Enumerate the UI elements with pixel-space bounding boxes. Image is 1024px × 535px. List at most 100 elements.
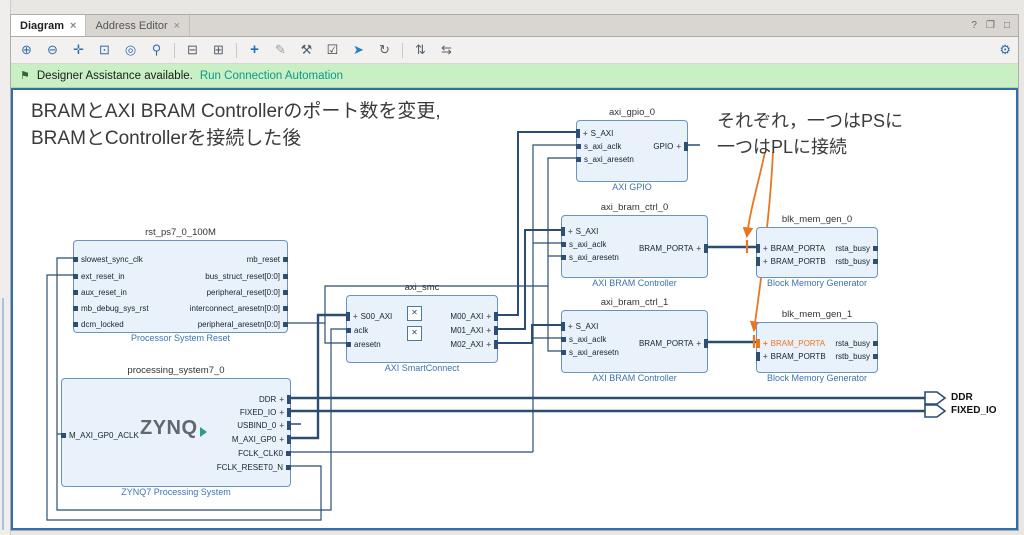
expand-port-icon[interactable]: + (583, 129, 588, 138)
port-mb-debug-sys-rst[interactable]: mb_debug_sys_rst (73, 303, 149, 314)
interface-view-icon[interactable]: ⇆ (441, 42, 452, 57)
wire-fclk-reset0-net[interactable] (46, 274, 322, 521)
zoom-to-selection-icon[interactable]: ⊡ (99, 42, 110, 57)
port-s-axi-aresetn[interactable]: s_axi_aresetn (561, 347, 619, 358)
port-usbind-0[interactable]: USBIND_0 + (237, 420, 291, 431)
port-bram-portb[interactable]: + BRAM_PORTB (756, 256, 826, 267)
expand-port-icon[interactable]: + (279, 395, 284, 404)
port-m00-axi[interactable]: M00_AXI + (450, 311, 498, 322)
port-dcm-locked[interactable]: dcm_locked (73, 319, 124, 330)
collapse-hierarchy-icon[interactable]: ⊟ (187, 42, 198, 57)
port-slowest-sync-clk[interactable]: slowest_sync_clk (73, 254, 143, 265)
block-axi-bram-ctrl-0[interactable]: axi_bram_ctrl_0 + S_AXI s_axi_aclk s_axi… (561, 201, 708, 288)
wire-peripheral-aresetn-net[interactable] (288, 157, 576, 352)
port-rstb-busy[interactable]: rstb_busy (835, 256, 878, 267)
run-automation-icon[interactable]: ➤ (353, 42, 364, 57)
port-peripheral-aresetn[interactable]: peripheral_aresetn[0:0] (198, 319, 288, 330)
expand-port-icon[interactable]: + (486, 340, 491, 349)
port-m02-axi[interactable]: M02_AXI + (450, 339, 498, 350)
expand-port-icon[interactable]: + (279, 408, 284, 417)
block-blk-mem-gen-0[interactable]: blk_mem_gen_0 + BRAM_PORTA + BRAM_PORTB … (756, 213, 878, 288)
port-s-axi-aresetn[interactable]: s_axi_aresetn (561, 252, 619, 263)
port-s-axi-aresetn[interactable]: s_axi_aresetn (576, 154, 634, 165)
external-port-ddr-label[interactable]: DDR (951, 392, 973, 403)
wire-stubs[interactable] (291, 144, 700, 425)
maximize-icon[interactable]: □ (1003, 20, 1010, 31)
external-port-fixed-io-shape[interactable] (924, 404, 947, 418)
wire-m00-axi-bus[interactable] (498, 131, 576, 316)
expand-port-icon[interactable]: + (763, 257, 768, 266)
close-icon[interactable]: × (173, 19, 181, 32)
customize-block-icon[interactable]: ⚒ (300, 42, 313, 57)
float-icon[interactable]: ❐ (985, 20, 995, 31)
port-bram-portb[interactable]: + BRAM_PORTB (756, 351, 826, 362)
expand-collapse-pins-icon[interactable]: ⇅ (415, 42, 426, 57)
port-peripheral-reset[interactable]: peripheral_reset[0:0] (207, 287, 288, 298)
port-rsta-busy[interactable]: rsta_busy (835, 243, 878, 254)
expand-port-icon[interactable]: + (696, 339, 701, 348)
port-m-axi-gp0-aclk[interactable]: M_AXI_GP0_ACLK (61, 430, 139, 441)
help-icon[interactable]: ? (971, 20, 977, 31)
port-s-axi-aclk[interactable]: s_axi_aclk (561, 334, 606, 345)
expand-port-icon[interactable]: + (763, 339, 768, 348)
port-s-axi[interactable]: + S_AXI (561, 226, 598, 237)
expand-port-icon[interactable]: + (696, 244, 701, 253)
expand-port-icon[interactable]: + (763, 244, 768, 253)
expand-port-icon[interactable]: + (568, 227, 573, 236)
port-m01-axi[interactable]: M01_AXI + (450, 325, 498, 336)
zoom-in-icon[interactable]: ⊕ (21, 42, 32, 57)
validate-design-icon[interactable]: ☑ (326, 42, 339, 57)
port-fclk-reset0-n[interactable]: FCLK_RESET0_N (217, 462, 291, 473)
port-aresetn[interactable]: aresetn (346, 339, 381, 350)
port-bus-struct-reset[interactable]: bus_struct_reset[0:0] (205, 271, 288, 282)
tab-address-editor[interactable]: Address Editor × (86, 15, 191, 36)
port-ddr[interactable]: DDR + (259, 394, 291, 405)
port-s-axi-aclk[interactable]: s_axi_aclk (576, 141, 621, 152)
zoom-out-icon[interactable]: ⊖ (47, 42, 58, 57)
wire-m01-axi-bus[interactable] (498, 229, 561, 330)
port-mb-reset[interactable]: mb_reset (247, 254, 288, 265)
diagram-canvas[interactable]: BRAMとAXI BRAM Controllerのポート数を変更, BRAMとC… (11, 88, 1018, 530)
block-processing-system7-0[interactable]: processing_system7_0 M_AXI_GP0_ACLK ZYNQ… (61, 364, 291, 497)
block-rst-ps7-0-100m[interactable]: rst_ps7_0_100M slowest_sync_clk ext_rese… (73, 226, 288, 343)
expand-port-icon[interactable]: + (763, 352, 768, 361)
wire-fclk-clk0-net[interactable] (56, 144, 576, 511)
zoom-fit-icon[interactable]: ✛ (73, 42, 84, 57)
port-s-axi-aclk[interactable]: s_axi_aclk (561, 239, 606, 250)
expand-port-icon[interactable]: + (486, 312, 491, 321)
run-connection-automation-link[interactable]: Run Connection Automation (199, 69, 344, 82)
expand-port-icon[interactable]: + (279, 421, 284, 430)
settings-gear-icon[interactable]: ⚙ (999, 42, 1011, 57)
port-bram-porta[interactable]: BRAM_PORTA + (639, 338, 708, 349)
port-m-axi-gp0[interactable]: M_AXI_GP0 + (232, 434, 291, 445)
port-bram-porta-highlighted[interactable]: + BRAM_PORTA (756, 338, 825, 349)
port-aclk[interactable]: aclk (346, 325, 368, 336)
wire-m-axi-gp0-bus[interactable] (291, 313, 346, 440)
block-axi-bram-ctrl-1[interactable]: axi_bram_ctrl_1 + S_AXI s_axi_aclk s_axi… (561, 296, 708, 383)
port-s-axi[interactable]: + S_AXI (576, 128, 613, 139)
port-ext-reset-in[interactable]: ext_reset_in (73, 271, 125, 282)
port-bram-porta[interactable]: BRAM_PORTA + (639, 243, 708, 254)
expand-port-icon[interactable]: + (279, 435, 284, 444)
expand-hierarchy-icon[interactable]: ⊞ (213, 42, 224, 57)
add-note-icon[interactable]: ✎ (275, 42, 286, 57)
port-aux-reset-in[interactable]: aux_reset_in (73, 287, 127, 298)
port-fclk-clk0[interactable]: FCLK_CLK0 (238, 448, 291, 459)
port-bram-porta[interactable]: + BRAM_PORTA (756, 243, 825, 254)
add-ip-icon[interactable]: + (250, 41, 259, 58)
external-port-fixed-io-label[interactable]: FIXED_IO (951, 405, 997, 416)
port-gpio[interactable]: GPIO + (653, 141, 688, 152)
port-s00-axi[interactable]: + S00_AXI (346, 311, 392, 322)
block-blk-mem-gen-1[interactable]: blk_mem_gen_1 + BRAM_PORTA + BRAM_PORTB … (756, 308, 878, 383)
regenerate-layout-icon[interactable]: ↻ (379, 42, 390, 57)
block-axi-smc[interactable]: axi_smc + S00_AXI aclk aresetn ✕ ✕ (346, 281, 498, 373)
port-s-axi[interactable]: + S_AXI (561, 321, 598, 332)
fit-selection-icon[interactable]: ◎ (124, 42, 137, 57)
port-rsta-busy[interactable]: rsta_busy (835, 338, 878, 349)
wire-m02-axi-bus[interactable] (498, 324, 561, 344)
expand-port-icon[interactable]: + (676, 142, 681, 151)
block-axi-gpio-0[interactable]: axi_gpio_0 + S_AXI s_axi_aclk s_axi_ares… (576, 106, 688, 192)
expand-port-icon[interactable]: + (353, 312, 358, 321)
expand-port-icon[interactable]: + (486, 326, 491, 335)
expand-port-icon[interactable]: + (568, 322, 573, 331)
